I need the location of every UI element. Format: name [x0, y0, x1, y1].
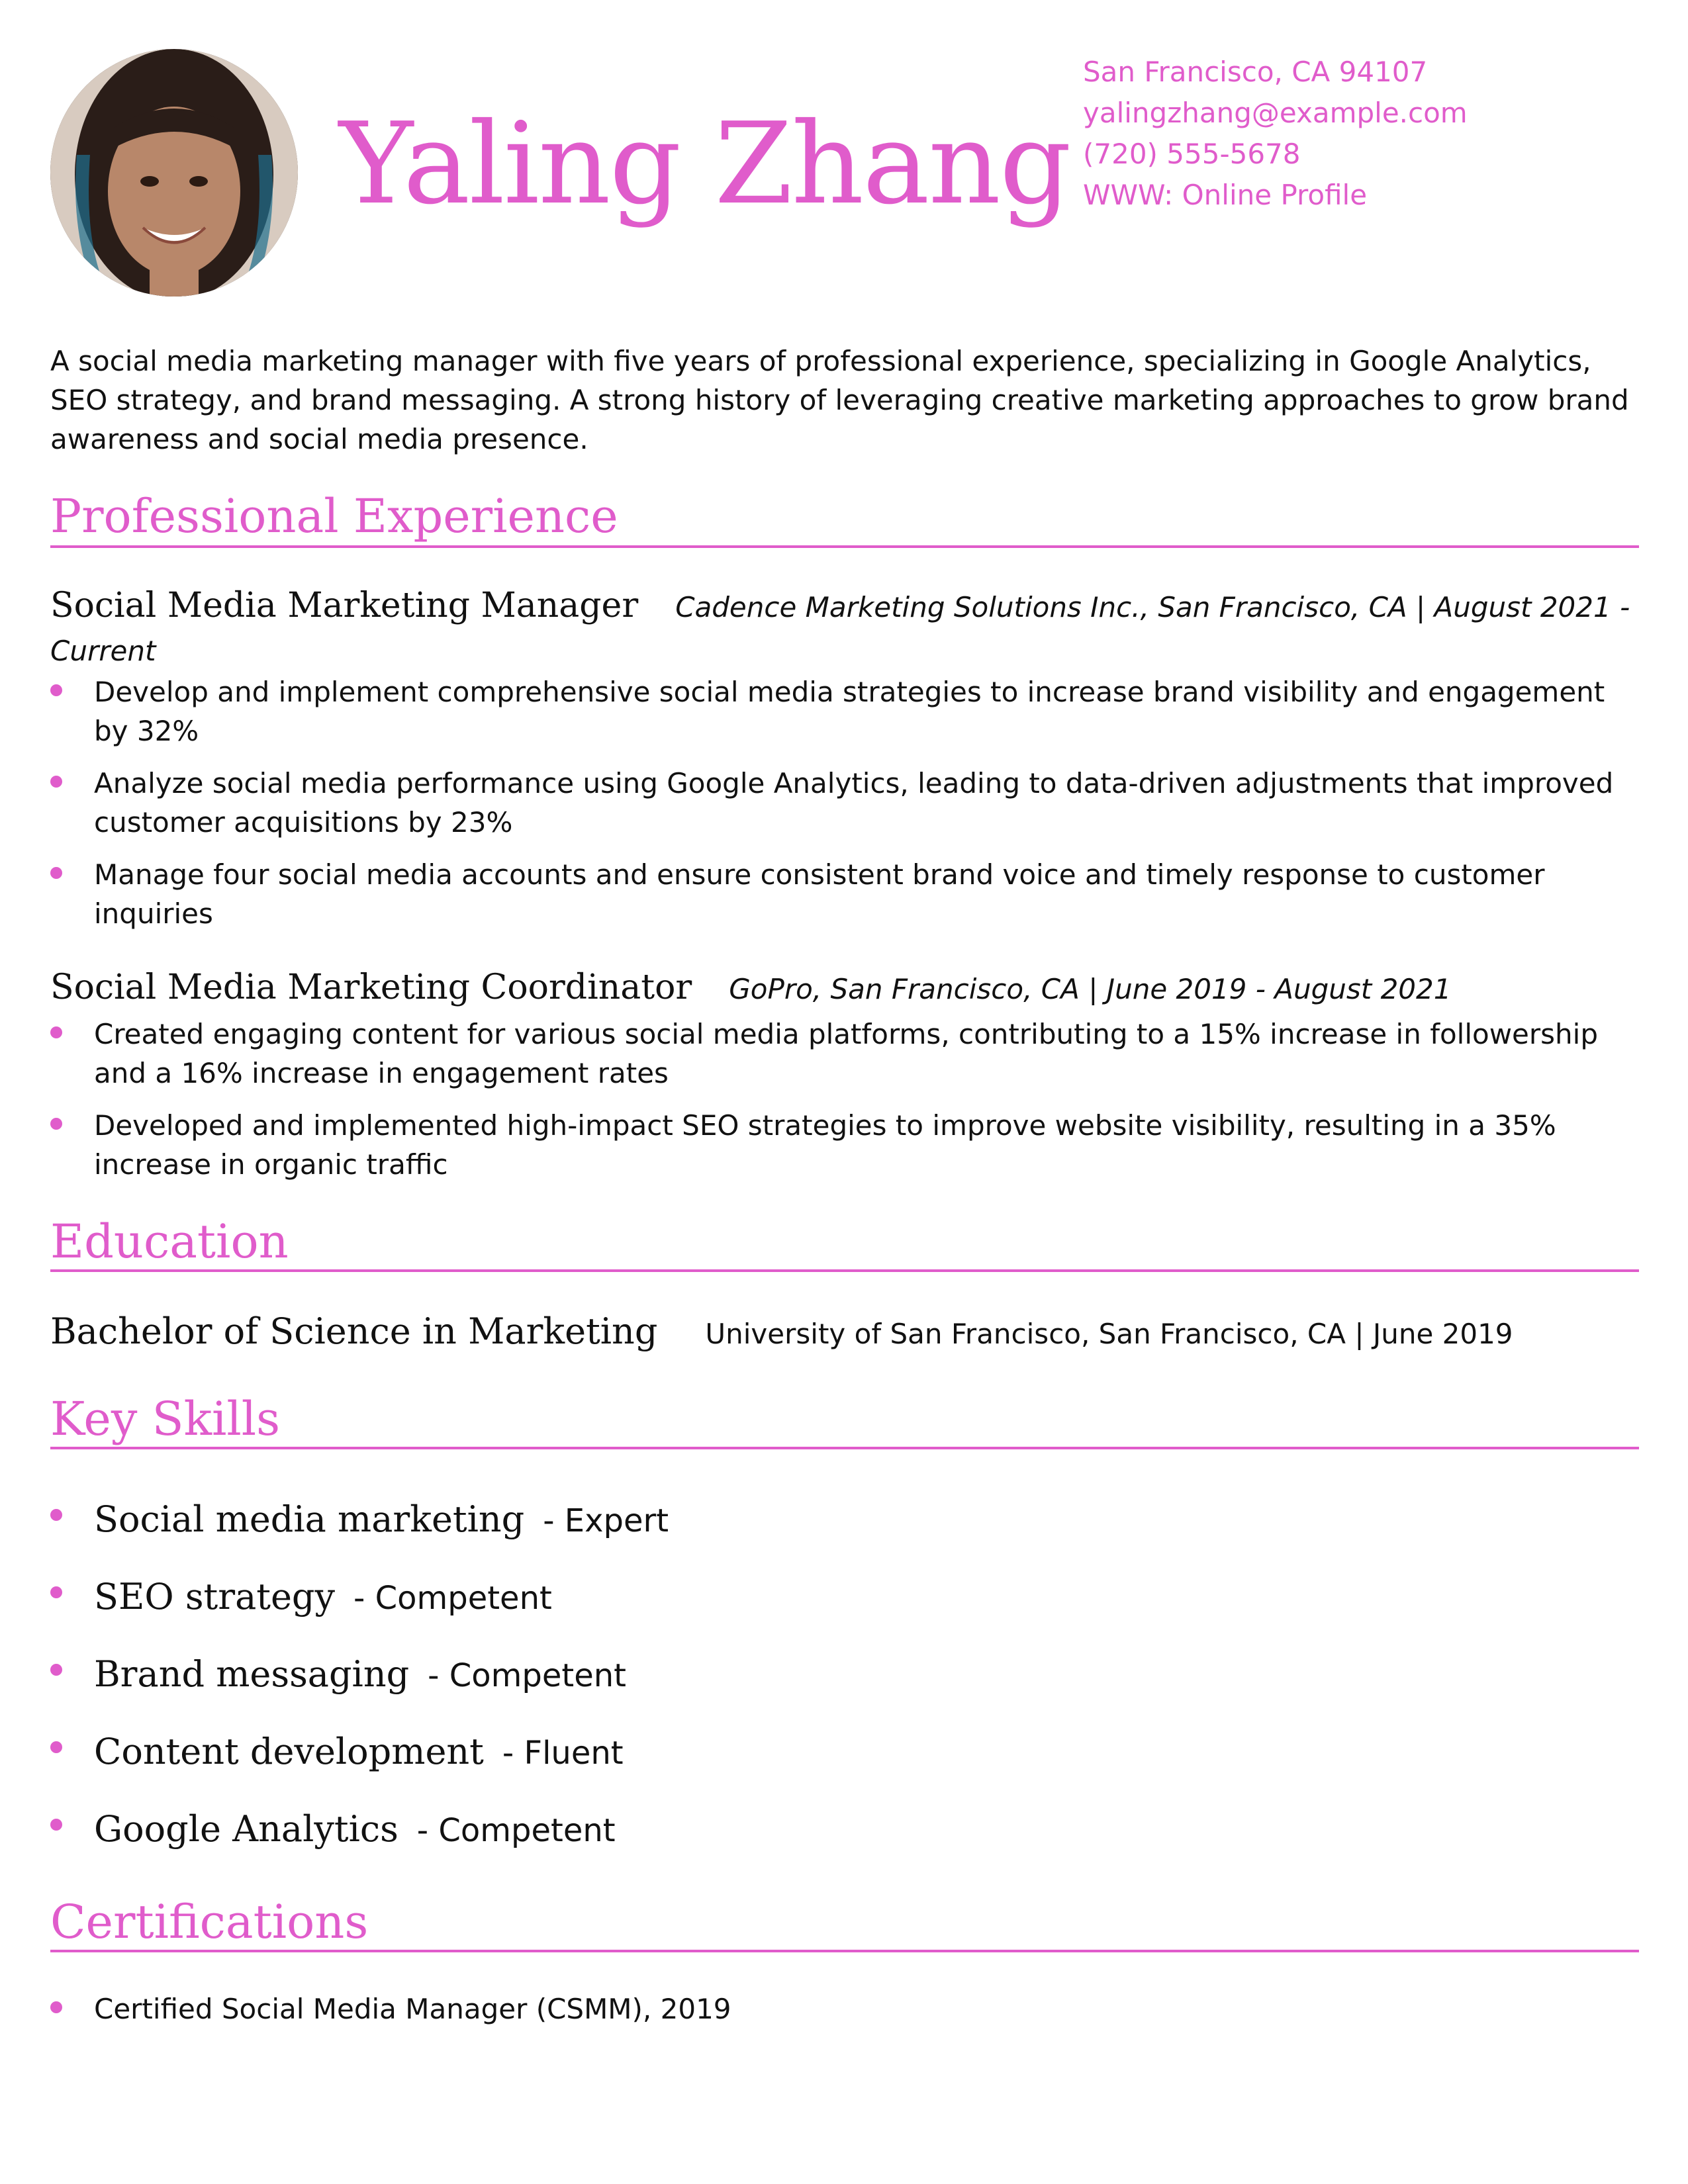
skill-item: SEO strategy - Competent [50, 1570, 669, 1648]
section-title-skills: Key Skills [50, 1392, 281, 1446]
summary-paragraph: A social media marketing manager with fi… [50, 345, 1629, 455]
email-link[interactable]: yalingzhang@example.com [1083, 97, 1468, 129]
section-divider [50, 1950, 1639, 1952]
job-bullets: Develop and implement comprehensive soci… [50, 672, 1639, 946]
phone-text: (720) 555-5678 [1083, 138, 1301, 170]
skill-name: Social media marketing [94, 1498, 525, 1540]
profile-photo [50, 49, 298, 296]
candidate-name: Yaling Zhang [339, 99, 1072, 230]
bullet-icon [50, 1026, 62, 1038]
bullet-text: Develop and implement comprehensive soci… [94, 676, 1605, 747]
bullet-icon [50, 1586, 62, 1598]
list-item: Analyze social media performance using G… [50, 764, 1639, 842]
certifications-list: Certified Social Media Manager (CSMM), 2… [50, 1989, 1639, 2042]
skill-item: Social media marketing - Expert [50, 1493, 669, 1570]
bullet-icon [50, 1664, 62, 1676]
skill-level: - Competent [428, 1657, 626, 1694]
bullet-icon [50, 1819, 62, 1831]
section-divider [50, 1447, 1639, 1449]
section-title-certifications: Certifications [50, 1895, 369, 1949]
job-meta: Cadence Marketing Solutions Inc., San Fr… [50, 591, 1630, 667]
bullet-text: Created engaging content for various soc… [94, 1018, 1598, 1089]
skill-name: Content development [94, 1731, 484, 1772]
list-item: Develop and implement comprehensive soci… [50, 672, 1639, 751]
address-text: San Francisco, CA 94107 [1083, 56, 1428, 88]
bullet-icon [50, 1509, 62, 1521]
job-title: Social Media Marketing Manager [50, 586, 639, 625]
skill-item: Google Analytics - Competent [50, 1803, 669, 1880]
section-divider [50, 545, 1639, 548]
education-details: University of San Francisco, San Francis… [705, 1318, 1513, 1350]
bullet-icon [50, 2001, 62, 2013]
bullet-text: Developed and implemented high-impact SE… [94, 1109, 1556, 1181]
bullet-text: Manage four social media accounts and en… [94, 858, 1545, 930]
list-item: Created engaging content for various soc… [50, 1015, 1639, 1093]
portrait-image [50, 49, 298, 296]
skill-item: Brand messaging - Competent [50, 1648, 669, 1725]
section-divider [50, 1269, 1639, 1272]
bullet-icon [50, 684, 62, 696]
skill-level: - Competent [416, 1812, 616, 1849]
section-title-education: Education [50, 1214, 289, 1269]
bullet-icon [50, 1741, 62, 1753]
job-bullets: Created engaging content for various soc… [50, 1015, 1639, 1197]
education-entry: Bachelor of Science in Marketing Universi… [50, 1305, 1639, 1361]
skill-item: Content development - Fluent [50, 1725, 669, 1803]
skill-level: - Expert [543, 1502, 669, 1539]
job-title: Social Media Marketing Coordinator [50, 968, 692, 1007]
skill-level: - Fluent [502, 1735, 624, 1772]
skill-level: - Competent [353, 1580, 552, 1617]
skill-name: SEO strategy [94, 1576, 335, 1617]
skills-list: Social media marketing - Expert SEO strat… [50, 1493, 669, 1880]
list-item: Certified Social Media Manager (CSMM), 2… [50, 1989, 1639, 2028]
list-item: Manage four social media accounts and en… [50, 855, 1639, 933]
bullet-text: Analyze social media performance using G… [94, 767, 1614, 839]
bullet-icon [50, 776, 62, 788]
bullet-icon [50, 1118, 62, 1130]
certification-text: Certified Social Media Manager (CSMM), 2… [94, 1993, 731, 2025]
degree-title: Bachelor of Science in Marketing [50, 1310, 658, 1352]
list-item: Developed and implemented high-impact SE… [50, 1106, 1639, 1184]
section-title-experience: Professional Experience [50, 489, 618, 543]
bullet-icon [50, 867, 62, 879]
job-header: Social Media Marketing Coordinator GoPro,… [50, 966, 1639, 1011]
skill-name: Brand messaging [94, 1653, 410, 1695]
contact-block: San Francisco, CA 94107 yalingzhang@exam… [1083, 52, 1468, 216]
skill-name: Google Analytics [94, 1808, 399, 1850]
job-meta: GoPro, San Francisco, CA | June 2019 - A… [729, 973, 1452, 1005]
website-link[interactable]: WWW: Online Profile [1083, 179, 1368, 211]
